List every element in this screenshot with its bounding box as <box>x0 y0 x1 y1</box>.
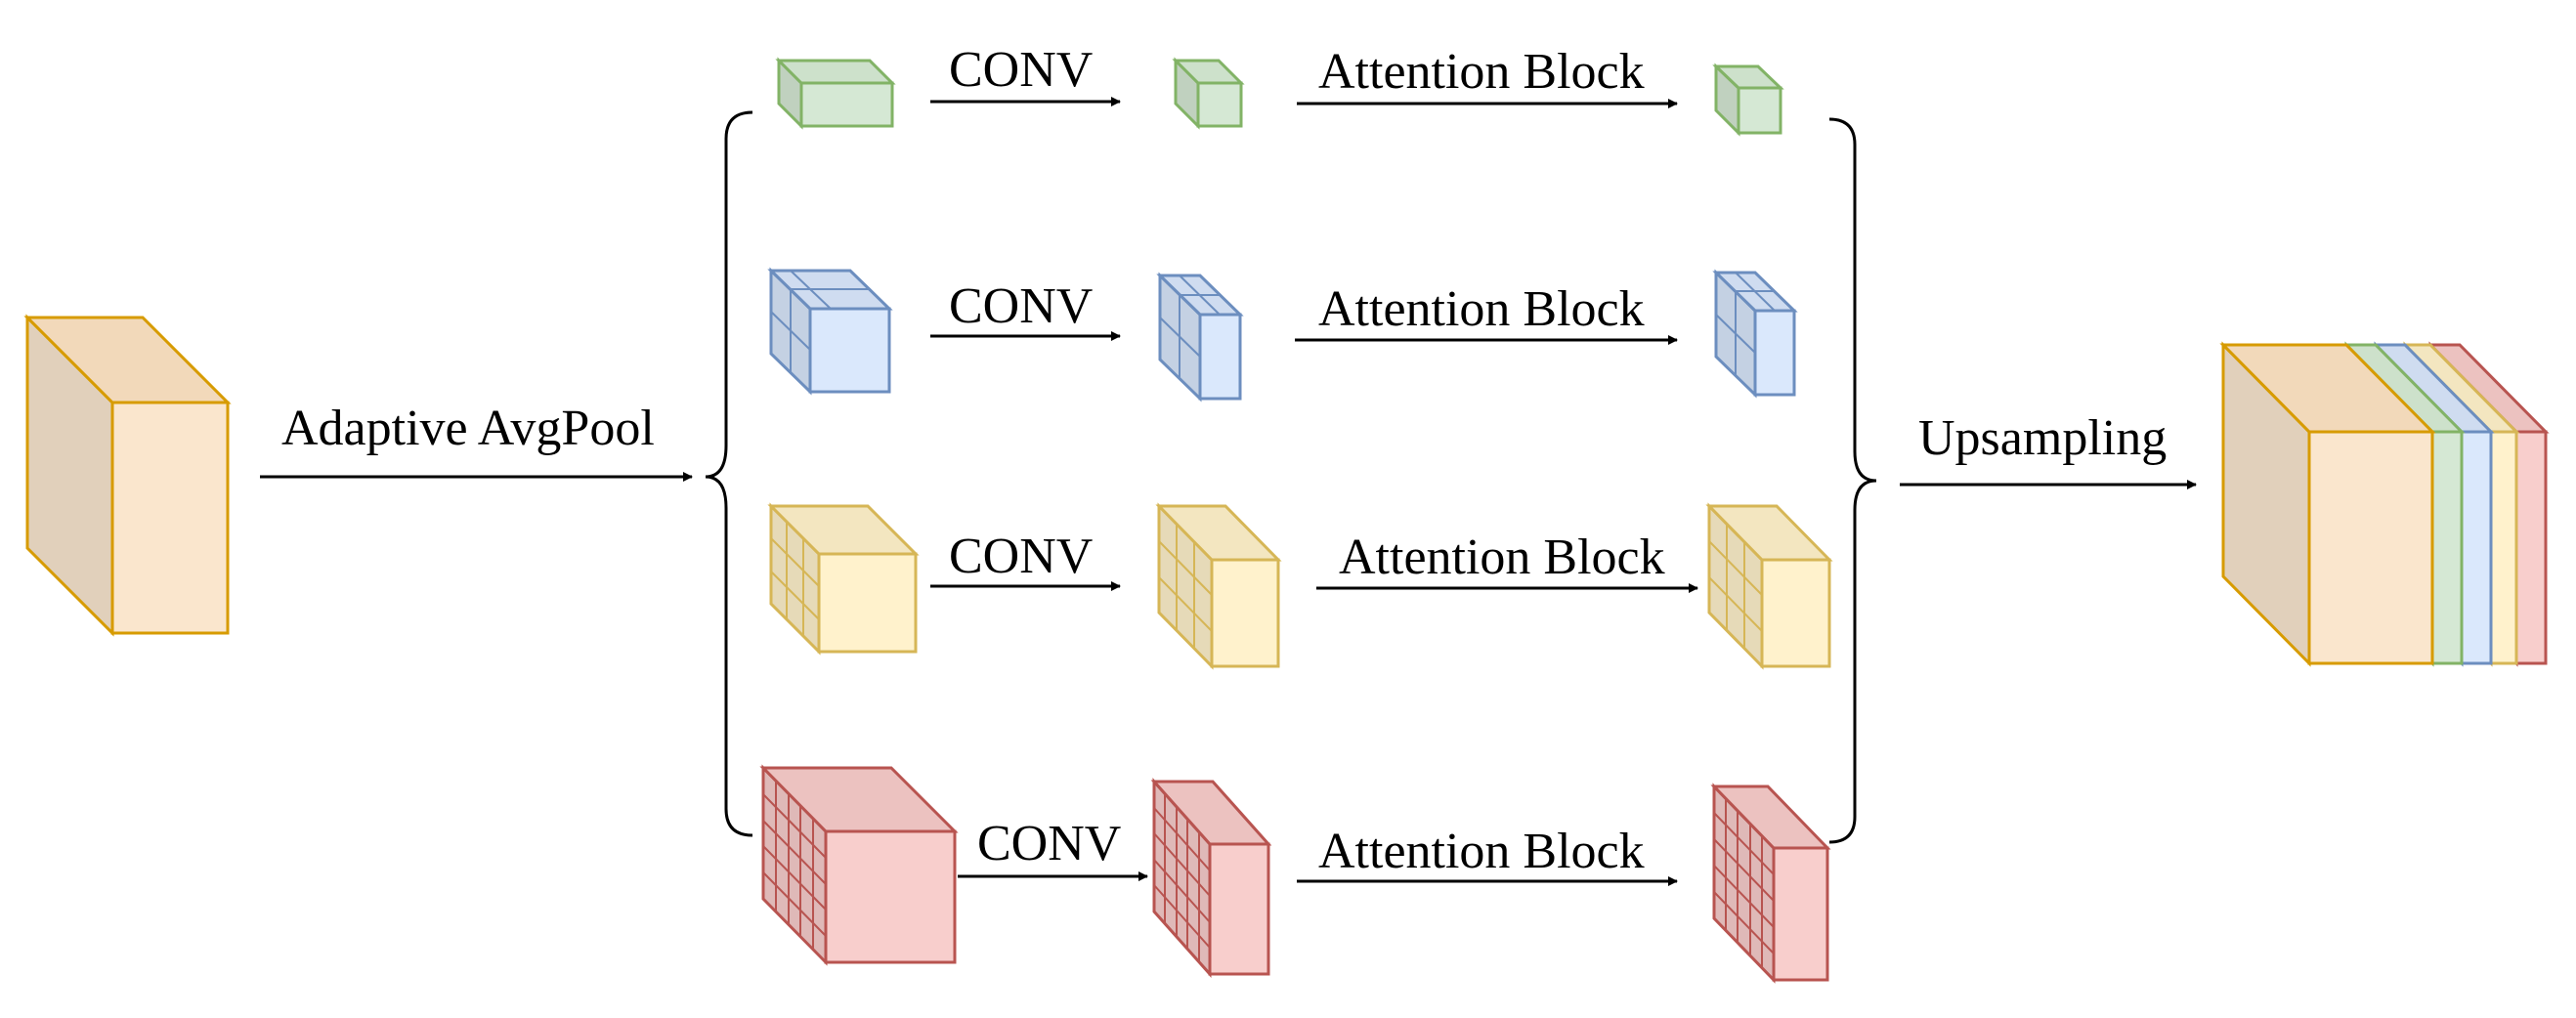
red-attention-label: Attention Block <box>1318 824 1645 879</box>
output-orange-block <box>2219 341 2436 667</box>
green-attention-cube <box>1712 63 1784 137</box>
red-attention-cube <box>1710 783 1831 984</box>
yellow-conv-label: CONV <box>949 529 1093 584</box>
upsampling-label: Upsampling <box>1918 410 2167 466</box>
green-attention-label: Attention Block <box>1318 44 1645 100</box>
blue-conv-label: CONV <box>949 278 1093 334</box>
output-feature-stack <box>2219 341 2550 667</box>
yellow-pooled-cube <box>767 502 920 656</box>
branch-yellow: CONV Attention Block <box>767 502 1833 670</box>
red-conv-label: CONV <box>977 816 1121 871</box>
branch-blue: CONV Attention Block <box>767 267 1798 403</box>
branch-green: CONV Attention Block <box>775 42 1784 137</box>
green-conv-cube <box>1172 57 1245 130</box>
red-conv-cube <box>1150 778 1272 978</box>
yellow-conv-cube <box>1155 502 1282 670</box>
blue-attention-label: Attention Block <box>1318 281 1645 337</box>
branch-red: CONV Attention Block <box>759 764 1831 984</box>
blue-pooled-cube <box>767 267 893 396</box>
yellow-attention-label: Attention Block <box>1339 530 1665 585</box>
blue-attention-cube <box>1712 269 1798 399</box>
green-pooled-cube <box>775 57 896 130</box>
yellow-attention-cube <box>1705 502 1833 670</box>
input-feature-cube <box>23 314 232 637</box>
green-conv-label: CONV <box>949 42 1093 98</box>
left-brace <box>705 110 753 837</box>
blue-conv-cube <box>1156 272 1244 403</box>
red-pooled-cube <box>759 764 959 966</box>
right-brace <box>1828 117 1877 844</box>
adaptive-avgpool-label: Adaptive AvgPool <box>281 401 655 456</box>
